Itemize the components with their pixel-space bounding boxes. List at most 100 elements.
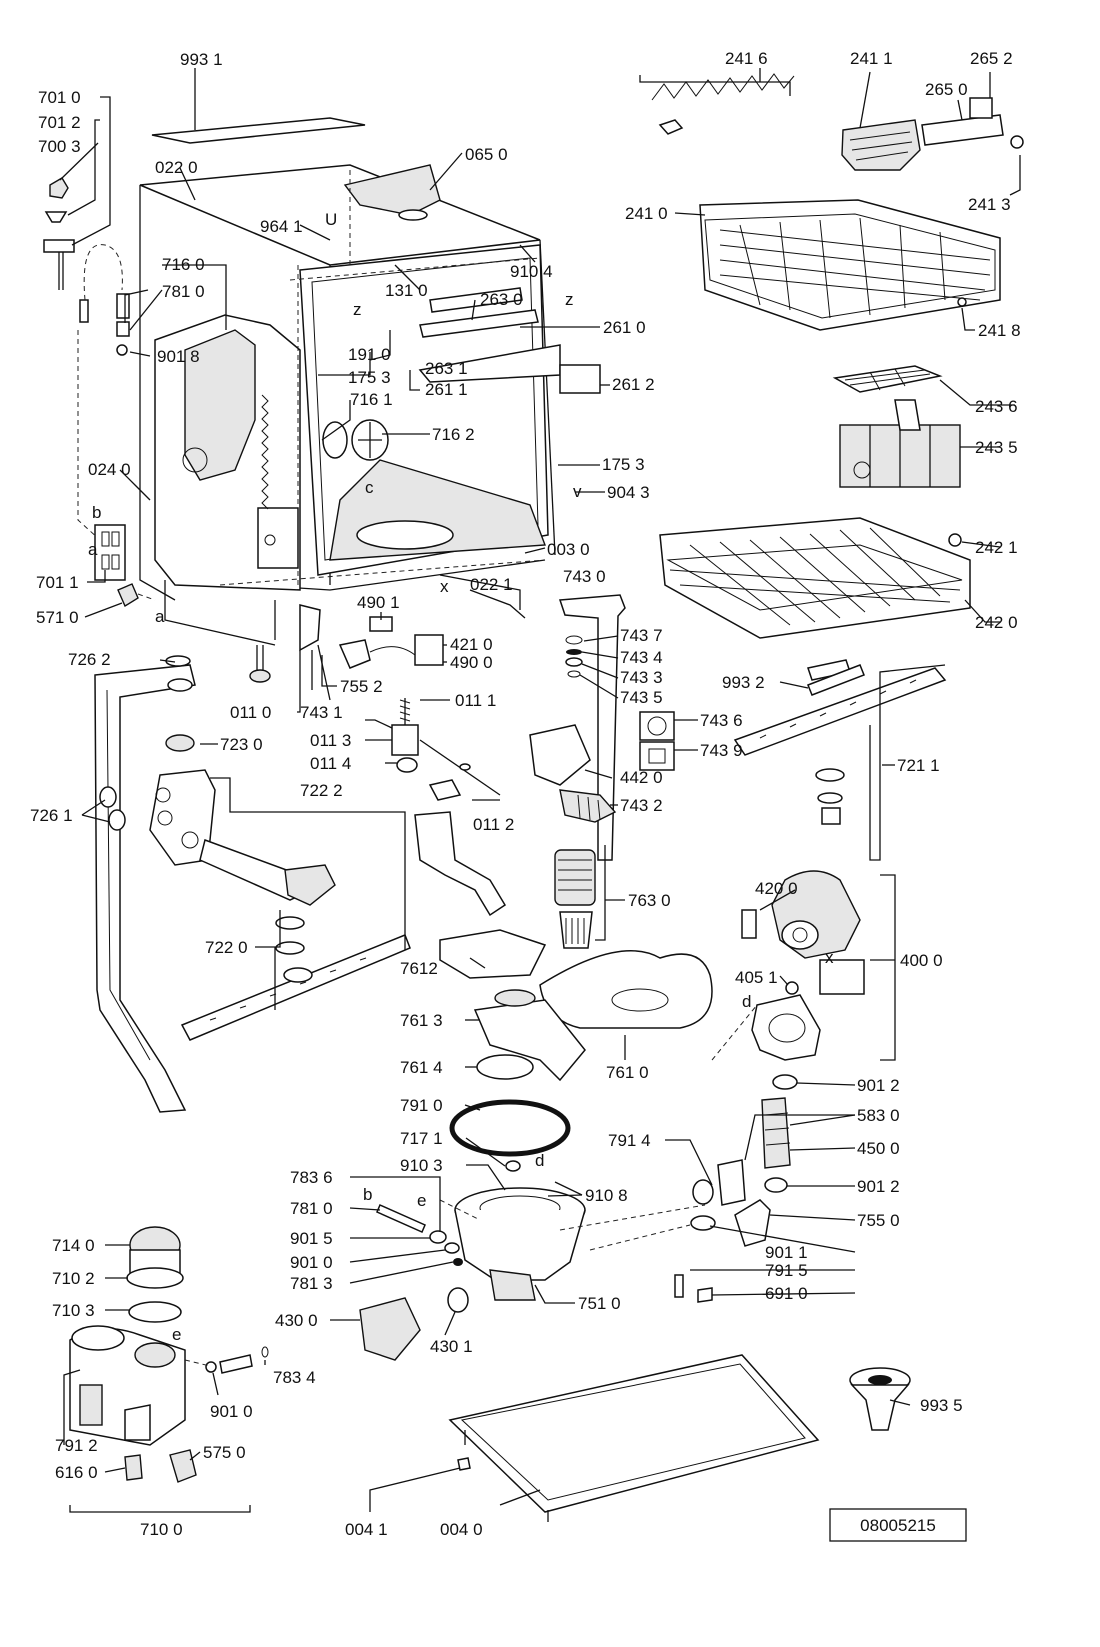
label-442-0: 442 0 bbox=[620, 768, 663, 787]
label-011-4: 011 4 bbox=[310, 754, 351, 773]
label-024-0: 024 0 bbox=[88, 460, 131, 479]
label-751-0: 751 0 bbox=[578, 1294, 621, 1313]
label-743-2: 743 2 bbox=[620, 796, 663, 815]
letter-e-2: e bbox=[172, 1325, 181, 1344]
label-901-0b: 901 0 bbox=[210, 1402, 253, 1421]
letter-b-1: b bbox=[92, 503, 101, 522]
label-710-3: 710 3 bbox=[52, 1301, 95, 1320]
label-583-0: 583 0 bbox=[857, 1106, 900, 1125]
label-993-1: 993 1 bbox=[180, 50, 223, 69]
label-131-0: 131 0 bbox=[385, 281, 428, 300]
label-993-2: 993 2 bbox=[722, 673, 765, 692]
label-781-0: 781 0 bbox=[162, 282, 205, 301]
label-781-0b: 781 0 bbox=[290, 1199, 333, 1218]
label-242-1: 242 1 bbox=[975, 538, 1018, 557]
label-701-0: 701 0 bbox=[38, 88, 81, 107]
label-743-3: 743 3 bbox=[620, 668, 663, 687]
label-791-2: 791 2 bbox=[55, 1436, 98, 1455]
label-7612: 7612 bbox=[400, 959, 438, 978]
letter-u: U bbox=[325, 210, 337, 229]
label-714-0: 714 0 bbox=[52, 1236, 95, 1255]
letter-a-1: a bbox=[88, 540, 98, 559]
label-755-0: 755 0 bbox=[857, 1211, 900, 1230]
circulation-pump-drawing bbox=[559, 870, 865, 1303]
letter-x-2: x bbox=[825, 948, 834, 967]
label-241-8: 241 8 bbox=[978, 321, 1021, 340]
label-964-1: 964 1 bbox=[260, 217, 303, 236]
label-011-3: 011 3 bbox=[310, 731, 351, 750]
label-755-2: 755 2 bbox=[340, 677, 383, 696]
label-011-2: 011 2 bbox=[473, 815, 514, 834]
label-616-0: 616 0 bbox=[55, 1463, 98, 1482]
label-791-0: 791 0 bbox=[400, 1096, 443, 1115]
label-065-0: 065 0 bbox=[465, 145, 508, 164]
label-571-0: 571 0 bbox=[36, 608, 79, 627]
label-743-5: 743 5 bbox=[620, 688, 663, 707]
letter-v: v bbox=[573, 482, 582, 501]
label-263-1: 263 1 bbox=[425, 359, 468, 378]
label-691-0: 691 0 bbox=[765, 1284, 808, 1303]
feed-pipe-743-drawing bbox=[529, 594, 675, 861]
label-710-0: 710 0 bbox=[140, 1520, 183, 1539]
label-721-1: 721 1 bbox=[897, 756, 940, 775]
tub-cabinet-drawing bbox=[139, 117, 601, 646]
label-901-8: 901 8 bbox=[157, 347, 200, 366]
label-726-1: 726 1 bbox=[30, 806, 73, 825]
label-011-1: 011 1 bbox=[455, 691, 496, 710]
label-791-5: 791 5 bbox=[765, 1261, 808, 1280]
label-263-0: 263 0 bbox=[480, 290, 523, 309]
label-904-3: 904 3 bbox=[607, 483, 650, 502]
part-labels: 993 1 701 0 701 2 700 3 022 0 065 0 964 … bbox=[30, 49, 1021, 1539]
label-743-9: 743 9 bbox=[700, 741, 743, 760]
document-number-box: 08005215 bbox=[829, 1508, 967, 1542]
label-743-1: 743 1 bbox=[300, 703, 343, 722]
letter-c: c bbox=[365, 478, 374, 497]
label-191-0: 191 0 bbox=[348, 345, 391, 364]
label-993-5: 993 5 bbox=[920, 1396, 963, 1415]
label-430-0: 430 0 bbox=[275, 1311, 318, 1330]
label-400-0: 400 0 bbox=[900, 951, 943, 970]
label-421-0: 421 0 bbox=[450, 635, 493, 654]
label-241-6: 241 6 bbox=[725, 49, 768, 68]
label-450-0: 450 0 bbox=[857, 1139, 900, 1158]
label-261-1: 261 1 bbox=[425, 380, 468, 399]
fill-valve-parts bbox=[43, 177, 156, 608]
label-716-2: 716 2 bbox=[432, 425, 475, 444]
water-softener-drawing bbox=[69, 1226, 269, 1513]
supply-pipe-726-drawing bbox=[94, 655, 196, 1113]
label-716-1: 716 1 bbox=[350, 390, 393, 409]
label-175-3a: 175 3 bbox=[348, 368, 391, 387]
label-265-2: 265 2 bbox=[970, 49, 1013, 68]
label-717-1: 717 1 bbox=[400, 1129, 443, 1148]
label-241-0: 241 0 bbox=[625, 204, 668, 223]
label-716-0: 716 0 bbox=[162, 255, 205, 274]
heater-sensor-drawing bbox=[249, 604, 501, 801]
cutlery-basket-drawing bbox=[832, 365, 961, 488]
letter-z-2: z bbox=[565, 290, 574, 309]
label-901-0: 901 0 bbox=[290, 1253, 333, 1272]
label-743-6: 743 6 bbox=[700, 711, 743, 730]
label-490-1: 490 1 bbox=[357, 593, 400, 612]
label-420-0: 420 0 bbox=[755, 879, 798, 898]
wrench-tool bbox=[807, 664, 865, 696]
label-242-0: 242 0 bbox=[975, 613, 1018, 632]
lower-spray-arm-722-drawing bbox=[149, 734, 411, 1041]
label-011-0: 011 0 bbox=[230, 703, 271, 722]
letter-x-1: x bbox=[440, 577, 449, 596]
label-761-3: 761 3 bbox=[400, 1011, 443, 1030]
label-901-5: 901 5 bbox=[290, 1229, 333, 1248]
label-265-0: 265 0 bbox=[925, 80, 968, 99]
label-910-4: 910 4 bbox=[510, 262, 553, 281]
label-722-0: 722 0 bbox=[205, 938, 248, 957]
label-783-4: 783 4 bbox=[273, 1368, 316, 1387]
label-575-0: 575 0 bbox=[203, 1443, 246, 1462]
letter-b-2: b bbox=[363, 1185, 372, 1204]
label-722-2: 722 2 bbox=[300, 781, 343, 800]
label-241-3: 241 3 bbox=[968, 195, 1011, 214]
label-430-1: 430 1 bbox=[430, 1337, 473, 1356]
label-261-0: 261 0 bbox=[603, 318, 646, 337]
label-783-6: 783 6 bbox=[290, 1168, 333, 1187]
label-175-3b: 175 3 bbox=[602, 455, 645, 474]
label-701-1: 701 1 bbox=[36, 573, 79, 592]
